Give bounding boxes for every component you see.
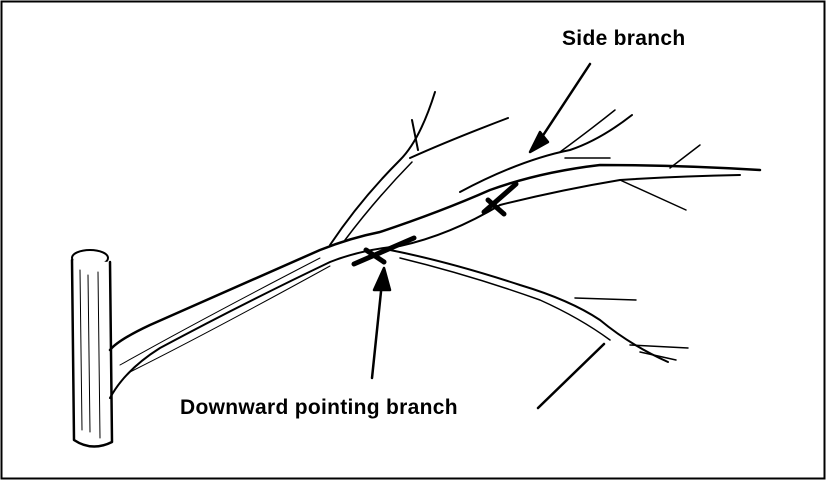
side-branch-label: Side branch: [562, 27, 686, 50]
trunk-stub: [70, 249, 114, 448]
cut-mark-downward: [351, 235, 417, 267]
downward-branch: [389, 249, 689, 363]
side-branch: [459, 109, 701, 211]
upper-branch: [329, 91, 509, 246]
cut-mark-side: [481, 181, 519, 217]
downward-branch-arrow: [370, 266, 392, 380]
downward-label-leader: [536, 342, 606, 410]
side-branch-arrow: [528, 62, 592, 154]
downward-branch-label: Downward pointing branch: [180, 396, 458, 419]
